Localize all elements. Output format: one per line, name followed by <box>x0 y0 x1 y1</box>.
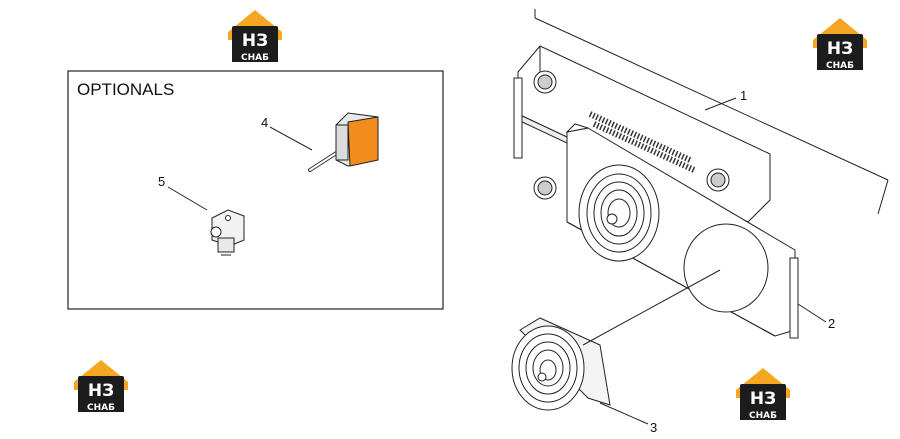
watermark-caption: СНАБ <box>749 411 777 421</box>
leader-line-5 <box>167 186 208 211</box>
watermark-letters: НЗ <box>242 31 268 51</box>
watermark-caption: СНАБ <box>826 61 854 71</box>
watermark-letters: НЗ <box>750 389 776 409</box>
assembly-bracket-line-right <box>877 179 889 215</box>
fan-part <box>511 317 611 411</box>
callout-4: 4 <box>261 115 268 130</box>
watermark-logo-bottom-right: НЗ СНАБ <box>736 368 790 421</box>
leader-line-3 <box>599 402 649 425</box>
pressure-switch-part <box>210 209 245 256</box>
watermark-logo-top-right: НЗ СНАБ <box>813 18 867 71</box>
watermark-logo-bottom-left: НЗ СНАБ <box>74 360 128 413</box>
watermark-letters: НЗ <box>827 39 853 59</box>
temperature-sensor-part <box>308 112 379 172</box>
callout-3: 3 <box>650 420 657 435</box>
watermark-caption: СНАБ <box>87 403 115 413</box>
callout-2: 2 <box>828 316 835 331</box>
leader-line-2 <box>797 303 827 323</box>
leader-line-1 <box>704 97 737 111</box>
watermark-caption: СНАБ <box>241 53 269 63</box>
watermark-letters: НЗ <box>88 381 114 401</box>
assembly-bracket-line-top <box>534 17 889 181</box>
callout-5: 5 <box>158 174 165 189</box>
leader-line-4 <box>269 126 313 151</box>
fan-shroud-plate-part <box>565 123 799 339</box>
optionals-title: OPTIONALS <box>77 80 174 99</box>
axis-line-fan <box>582 269 721 346</box>
callout-1: 1 <box>740 88 747 103</box>
watermark-logo-top-left: НЗ СНАБ <box>228 10 282 63</box>
optionals-box: OPTIONALS <box>67 70 444 310</box>
